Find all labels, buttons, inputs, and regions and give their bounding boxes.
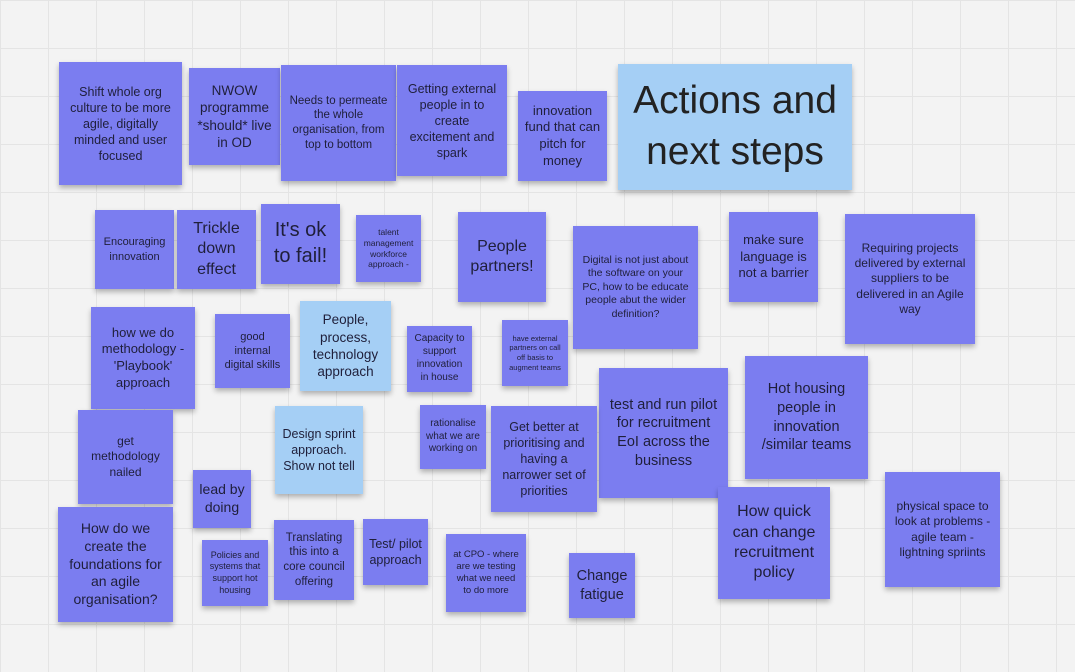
sticky-note-trickle[interactable]: Trickle down effect — [177, 210, 256, 289]
sticky-note-lead-by-doing[interactable]: lead by doing — [193, 470, 251, 528]
sticky-note-get-methodology[interactable]: get methodology nailed — [78, 410, 173, 504]
sticky-note-innovation-fund[interactable]: innovation fund that can pitch for money — [518, 91, 607, 181]
sticky-note-talent[interactable]: talent management workforce approach - — [356, 215, 421, 282]
sticky-note-physical-space[interactable]: physical space to look at problems - agi… — [885, 472, 1000, 587]
sticky-note-design-sprint[interactable]: Design sprint approach. Show not tell — [275, 406, 363, 494]
note-text: Policies and systems that support hot ho… — [209, 549, 261, 595]
note-text: have external partners on call off basis… — [509, 333, 561, 372]
sticky-note-requiring-projects[interactable]: Requiring projects delivered by external… — [845, 214, 975, 344]
sticky-note-people-partners[interactable]: People partners! — [458, 212, 546, 302]
sticky-note-policies[interactable]: Policies and systems that support hot ho… — [202, 540, 268, 606]
note-text: physical space to look at problems - agi… — [894, 498, 991, 559]
sticky-note-external-partners[interactable]: have external partners on call off basis… — [502, 320, 568, 386]
sticky-note-language[interactable]: make sure language is not a barrier — [729, 212, 818, 302]
note-text: Encouraging innovation — [103, 236, 166, 263]
sticky-note-translating[interactable]: Translating this into a core council off… — [274, 520, 354, 600]
sticky-note-external-people[interactable]: Getting external people in to create exc… — [397, 65, 507, 176]
note-text: Design sprint approach. Show not tell — [282, 427, 356, 473]
sticky-note-test-pilot[interactable]: Test/ pilot approach — [363, 519, 428, 585]
sticky-note-recruitment-policy[interactable]: How quick can change recruitment policy — [718, 487, 830, 599]
note-text: Digital is not just about the software o… — [582, 253, 689, 320]
note-text: Hot housing people in innovation /simila… — [761, 381, 852, 454]
note-text: make sure language is not a barrier — [738, 232, 809, 281]
note-text: lead by doing — [199, 481, 245, 515]
note-text: how we do methodology - 'Playbook' appro… — [101, 324, 185, 390]
sticky-note-permeate[interactable]: Needs to permeate the whole organisation… — [281, 65, 396, 181]
note-text: Needs to permeate the whole organisation… — [289, 94, 388, 151]
sticky-note-foundations[interactable]: How do we create the foundations for an … — [58, 507, 173, 622]
note-text: talent management workforce approach - — [363, 226, 414, 270]
note-text: Change fatigue — [576, 567, 628, 603]
sticky-note-hot-housing[interactable]: Hot housing people in innovation /simila… — [745, 356, 868, 479]
note-text: NWOW programme *should* live in OD — [197, 82, 272, 150]
sticky-note-nwow[interactable]: NWOW programme *should* live in OD — [189, 68, 280, 165]
sticky-note-at-cpo[interactable]: at CPO - where are we testing what we ne… — [446, 534, 526, 612]
note-text: People, process, technology approach — [312, 312, 379, 380]
note-text: Trickle down effect — [193, 219, 240, 278]
sticky-note-change-fatigue[interactable]: Change fatigue — [569, 553, 635, 618]
note-text: How quick can change recruitment policy — [732, 503, 816, 582]
note-text: Actions and next steps — [633, 79, 837, 173]
note-text: Capacity to support innovation in house — [414, 333, 465, 383]
sticky-note-digital-not-software[interactable]: Digital is not just about the software o… — [573, 226, 698, 349]
note-text: People partners! — [470, 237, 534, 275]
sticky-note-rationalise[interactable]: rationalise what we are working on — [420, 405, 486, 469]
sticky-note-ok-to-fail[interactable]: It's ok to fail! — [261, 204, 340, 284]
note-text: good internal digital skills — [224, 330, 281, 372]
note-text: Requiring projects delivered by external… — [854, 240, 966, 317]
sticky-note-shift-culture[interactable]: Shift whole org culture to be more agile… — [59, 62, 182, 185]
sticky-note-digital-skills[interactable]: good internal digital skills — [215, 314, 290, 388]
sticky-note-prioritising[interactable]: Get better at prioritising and having a … — [491, 406, 597, 512]
note-text: test and run pilot for recruitment EoI a… — [609, 396, 718, 469]
note-text: Get better at prioritising and having a … — [502, 420, 586, 498]
note-text: innovation fund that can pitch for money — [524, 102, 601, 168]
note-text: get methodology nailed — [91, 433, 160, 479]
sticky-note-people-process-technology[interactable]: People, process, technology approach — [300, 301, 391, 391]
sticky-note-title[interactable]: Actions and next steps — [618, 64, 852, 190]
note-text: It's ok to fail! — [273, 219, 328, 267]
note-text: Shift whole org culture to be more agile… — [70, 84, 171, 163]
note-text: rationalise what we are working on — [426, 417, 480, 455]
note-text: Translating this into a core council off… — [283, 531, 345, 588]
note-text: Getting external people in to create exc… — [407, 81, 497, 160]
sticky-note-capacity[interactable]: Capacity to support innovation in house — [407, 326, 472, 392]
sticky-note-test-run-pilot[interactable]: test and run pilot for recruitment EoI a… — [599, 368, 728, 498]
sticky-note-methodology-playbook[interactable]: how we do methodology - 'Playbook' appro… — [91, 307, 195, 409]
note-text: Test/ pilot approach — [369, 537, 422, 567]
note-text: How do we create the foundations for an … — [69, 519, 162, 608]
sticky-note-encouraging[interactable]: Encouraging innovation — [95, 210, 174, 289]
note-text: at CPO - where are we testing what we ne… — [453, 548, 519, 597]
